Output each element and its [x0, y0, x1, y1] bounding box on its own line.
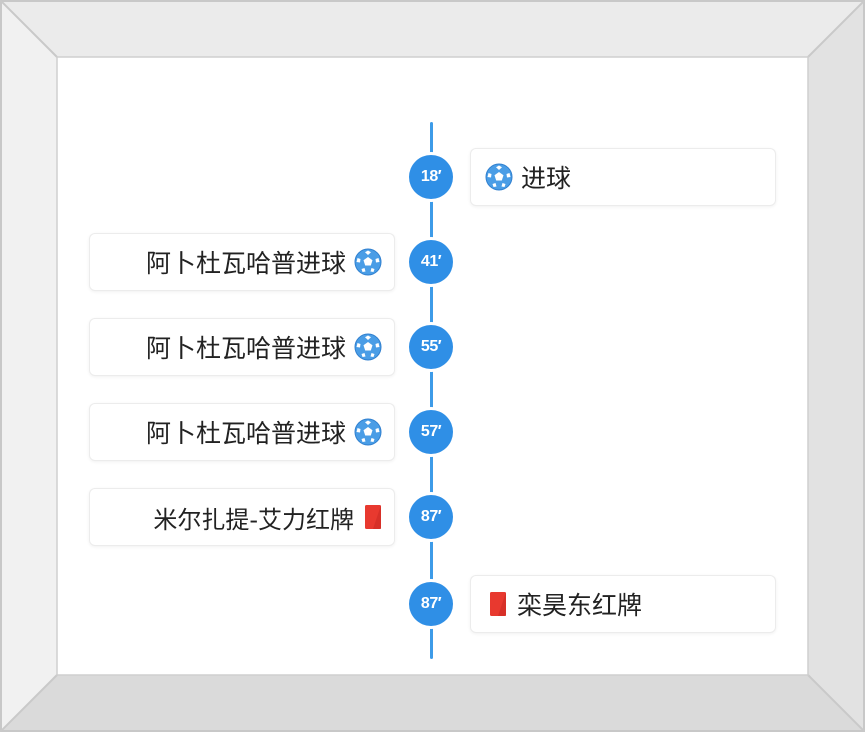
red-card-icon [490, 592, 506, 616]
event-card-3[interactable]: 阿卜杜瓦哈普进球 [89, 403, 395, 461]
event-card-4[interactable]: 米尔扎提-艾力红牌 [89, 488, 395, 546]
minute-badge: 57′ [409, 410, 453, 454]
soccer-ball-icon [485, 163, 513, 191]
event-text: 进球 [521, 164, 572, 193]
event-card-0[interactable]: 进球 [470, 148, 776, 206]
event-text: 阿卜杜瓦哈普进球 [145, 334, 346, 363]
event-text: 阿卜杜瓦哈普进球 [145, 249, 346, 278]
soccer-ball-icon [354, 333, 382, 361]
event-card-2[interactable]: 阿卜杜瓦哈普进球 [89, 318, 395, 376]
minute-badge: 87′ [409, 582, 453, 626]
event-card-1[interactable]: 阿卜杜瓦哈普进球 [89, 233, 395, 291]
minute-badge: 55′ [409, 325, 453, 369]
minute-badge: 41′ [409, 240, 453, 284]
event-text: 米尔扎提-艾力红牌 [153, 505, 354, 534]
event-text: 栾昊东红牌 [517, 591, 643, 620]
event-text: 阿卜杜瓦哈普进球 [145, 419, 346, 448]
soccer-ball-icon [354, 248, 382, 276]
timeline-axis [430, 122, 433, 659]
event-card-5[interactable]: 栾昊东红牌 [470, 575, 776, 633]
minute-badge: 87′ [409, 495, 453, 539]
red-card-icon [365, 505, 381, 529]
minute-badge: 18′ [409, 155, 453, 199]
soccer-ball-icon [354, 418, 382, 446]
